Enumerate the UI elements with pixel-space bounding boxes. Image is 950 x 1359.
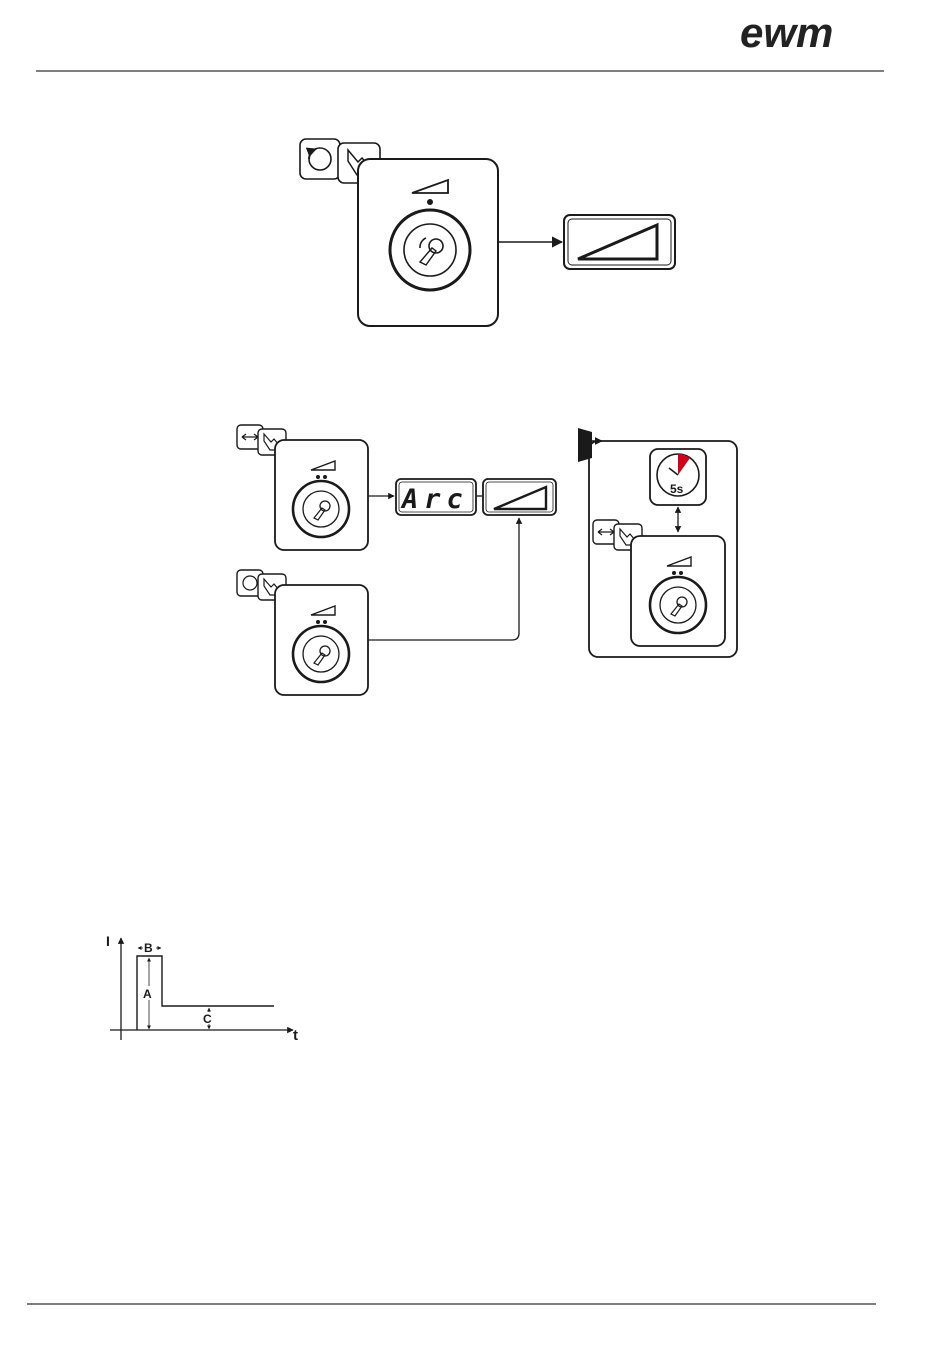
logo-ewm: ewm — [740, 9, 833, 56]
rotary-knob-4[interactable] — [650, 577, 706, 633]
timer-icon: 5s — [650, 449, 706, 505]
x-axis-label: t — [293, 1027, 298, 1044]
label-c: C — [203, 1012, 212, 1026]
arc-display-text: Arc — [400, 484, 469, 515]
return-arrow — [368, 518, 519, 640]
label-a: A — [143, 987, 152, 1001]
header: ewm — [36, 9, 884, 71]
label-b: B — [144, 941, 153, 955]
rotary-knob-2[interactable] — [293, 481, 349, 537]
y-axis-label: I — [106, 933, 110, 949]
timer-label: 5s — [670, 482, 684, 496]
mid-diagram: Arc — [237, 425, 737, 695]
waveform-diagram: I t B A C — [106, 933, 298, 1044]
rotary-knob-3[interactable] — [293, 626, 349, 682]
rotary-knob[interactable] — [390, 210, 470, 290]
rotate-icon — [300, 139, 340, 179]
indicator-dot — [427, 199, 433, 205]
top-diagram — [300, 139, 675, 326]
